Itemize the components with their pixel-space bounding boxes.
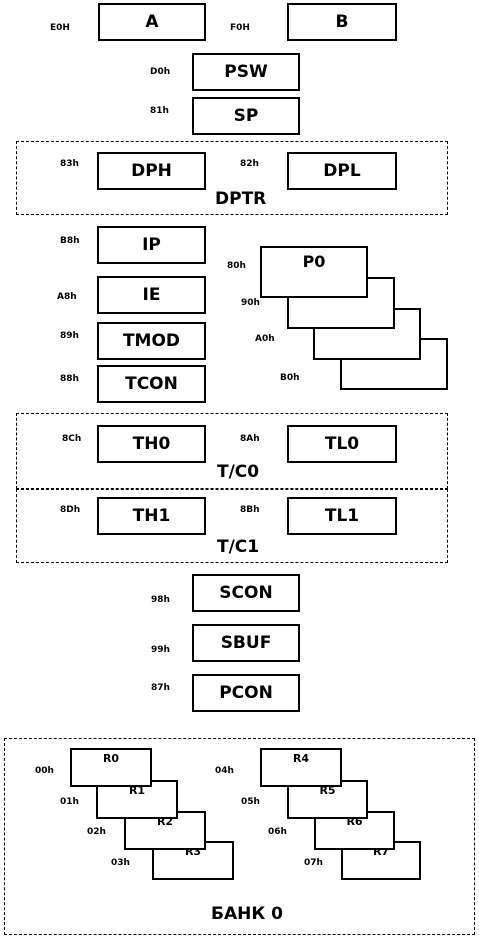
register-th1: TH1 — [97, 497, 206, 535]
register-dph: DPH — [97, 152, 206, 190]
r0-address: 00h — [35, 766, 54, 776]
register-tl0: TL0 — [287, 425, 397, 463]
tc1-group — [16, 489, 448, 563]
register-r4: R4 — [260, 748, 342, 787]
sbuf-address: 99h — [151, 645, 170, 655]
th0-address: 8Ch — [62, 434, 82, 444]
register-r0: R0 — [70, 748, 152, 787]
b-address: F0H — [230, 23, 250, 33]
dptr-label: DPTR — [215, 189, 267, 209]
register-sbuf: SBUF — [192, 624, 300, 662]
r6-address: 06h — [268, 827, 287, 837]
tl0-address: 8Ah — [240, 434, 260, 444]
tc0-label: T/C0 — [217, 462, 260, 482]
scon-address: 98h — [151, 595, 170, 605]
p0-address: 80h — [227, 261, 246, 271]
register-a: A — [98, 3, 206, 41]
register-th0: TH0 — [97, 425, 206, 463]
a-address: E0H — [50, 23, 70, 33]
register-ip: IP — [97, 226, 206, 264]
r7-address: 07h — [304, 858, 323, 868]
register-b: B — [287, 3, 397, 41]
bank0-label: БАНК 0 — [211, 904, 283, 924]
dpl-address: 82h — [240, 159, 259, 169]
register-ie: IE — [97, 276, 206, 314]
psw-address: D0h — [150, 67, 171, 77]
p2-address: A0h — [255, 334, 275, 344]
register-psw: PSW — [192, 53, 300, 91]
register-sp: SP — [192, 97, 300, 135]
tl1-address: 8Bh — [240, 505, 260, 515]
pcon-address: 87h — [151, 683, 170, 693]
th1-address: 8Dh — [60, 505, 81, 515]
dptr-group — [16, 141, 448, 215]
register-scon: SCON — [192, 574, 300, 612]
r3-address: 03h — [111, 858, 130, 868]
tc1-label: T/C1 — [217, 537, 260, 557]
register-pcon: PCON — [192, 674, 300, 712]
register-tcon: TCON — [97, 365, 206, 403]
r1-address: 01h — [60, 797, 79, 807]
tmod-address: 89h — [60, 331, 79, 341]
ie-address: A8h — [57, 292, 77, 302]
dph-address: 83h — [60, 159, 79, 169]
r5-address: 05h — [241, 797, 260, 807]
tcon-address: 88h — [60, 374, 79, 384]
ip-address: B8h — [60, 236, 80, 246]
sp-address: 81h — [150, 106, 169, 116]
register-tmod: TMOD — [97, 322, 206, 360]
register-dpl: DPL — [287, 152, 397, 190]
p3-address: B0h — [280, 373, 300, 383]
p1-address: 90h — [241, 298, 260, 308]
tc0-group — [16, 413, 448, 489]
r4-address: 04h — [215, 766, 234, 776]
bank0-group — [4, 738, 475, 935]
register-tl1: TL1 — [287, 497, 397, 535]
port-p0: P0 — [260, 246, 368, 298]
r2-address: 02h — [87, 827, 106, 837]
